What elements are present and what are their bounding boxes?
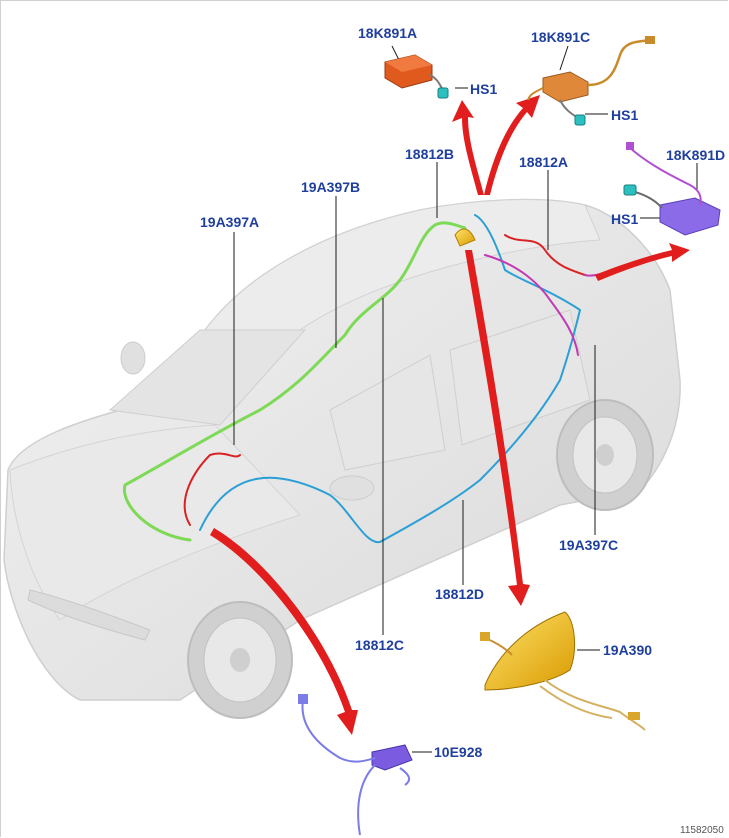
label-10e928: 10E928 <box>434 744 483 760</box>
label-19a397c: 19A397C <box>559 537 619 553</box>
side-window-front <box>329 354 446 471</box>
front-wheel <box>187 601 293 719</box>
module-18k891a <box>384 54 449 99</box>
label-18812a: 18812A <box>519 154 569 170</box>
module-18k891c <box>527 36 655 126</box>
label-19a397a: 19A397A <box>200 214 260 230</box>
headlight <box>27 589 151 641</box>
module-18k891d <box>623 142 721 236</box>
harness-green <box>122 221 467 542</box>
label-hs1-18k891a: HS1 <box>470 81 498 97</box>
label-18k891c: 18K891C <box>531 29 591 45</box>
door-mirror <box>329 475 375 501</box>
hood <box>9 424 301 621</box>
label-hs1-18k891c: HS1 <box>611 107 639 123</box>
side-mirror <box>120 341 146 375</box>
label-18812b: 18812B <box>405 146 455 162</box>
label-19a397b: 19A397B <box>301 179 361 195</box>
module-10e928 <box>298 694 413 836</box>
harness-red <box>183 234 586 526</box>
windshield <box>108 329 307 426</box>
antenna-19a390 <box>480 611 646 731</box>
car-silhouette <box>3 198 681 719</box>
label-18k891d: 18K891D <box>666 147 726 163</box>
figure-id: 11582050 <box>680 825 724 836</box>
arrow-to-10e928 <box>210 528 358 735</box>
rear-wheel <box>556 399 654 511</box>
callout-arrows <box>210 95 690 735</box>
arrow-to-18k891d <box>595 243 690 281</box>
arrow-to-18k891a <box>452 100 484 195</box>
label-18812d: 18812D <box>435 586 485 602</box>
roof-antenna-small <box>454 228 476 247</box>
label-hs1-18k891d: HS1 <box>611 211 639 227</box>
leader-lines <box>233 45 698 753</box>
label-18812c: 18812C <box>355 637 405 653</box>
label-19a390: 19A390 <box>603 642 653 658</box>
arrow-to-18k891c <box>484 95 540 195</box>
label-18k891a: 18K891A <box>358 25 418 41</box>
arrow-to-19a390 <box>465 250 530 606</box>
